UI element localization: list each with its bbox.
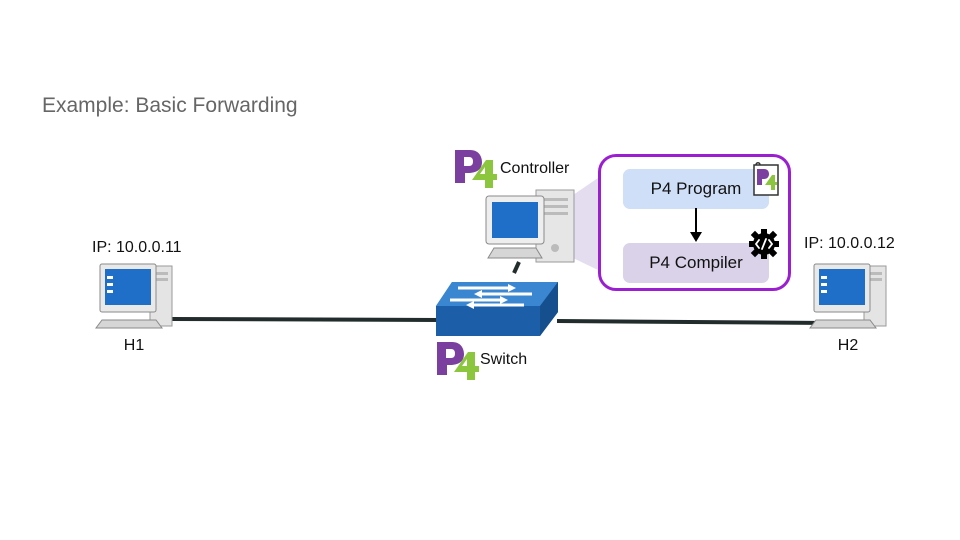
h2-name-label: H2	[837, 337, 859, 354]
controller-p4-logo-icon	[455, 150, 497, 188]
link-switch-h2	[556, 319, 831, 325]
slide-title: Example: Basic Forwarding	[42, 94, 298, 117]
controller-software-box	[598, 154, 791, 291]
p4-compiler-label: P4 Compiler	[649, 253, 743, 272]
h2-computer-icon[interactable]	[809, 262, 890, 330]
link-controller-switch	[512, 261, 521, 274]
link-h1-switch	[171, 317, 441, 322]
compile-arrow	[690, 208, 702, 242]
controller-computer-icon[interactable]	[484, 186, 576, 264]
controller-callout	[573, 178, 598, 270]
h1-name-label: H1	[123, 337, 145, 354]
p4-file-icon	[753, 162, 779, 196]
h2-ip-label: IP: 10.0.0.12	[804, 235, 895, 252]
controller-label: Controller	[500, 160, 570, 177]
switch-icon[interactable]	[436, 280, 560, 340]
gear-code-icon	[749, 229, 779, 259]
switch-label: Switch	[480, 351, 528, 368]
p4-program-label: P4 Program	[650, 179, 742, 198]
h1-computer-icon[interactable]	[95, 262, 176, 330]
p4-compiler-box[interactable]: P4 Compiler	[623, 243, 769, 283]
switch-p4-logo-icon	[437, 342, 479, 380]
h1-ip-label: IP: 10.0.0.11	[92, 239, 182, 256]
p4-program-box[interactable]: P4 Program	[623, 169, 769, 209]
